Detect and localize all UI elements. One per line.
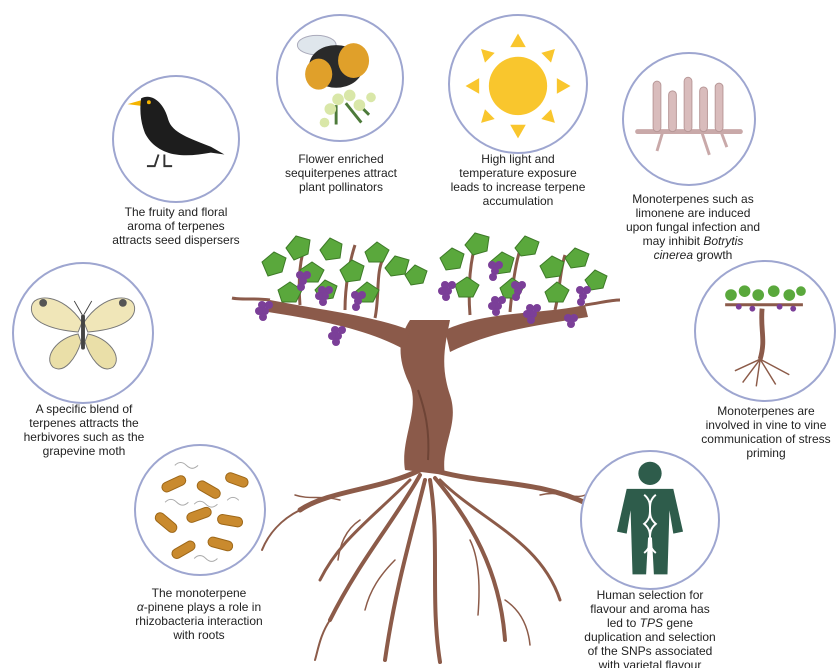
caption-line: with varietal flavour	[570, 658, 730, 668]
caption-text: growth	[693, 248, 732, 262]
caption-line: limonene are induced	[608, 206, 778, 220]
caption-text: may inhibit	[643, 234, 704, 248]
fungus-circle	[622, 52, 756, 186]
grapevine-moth-icon	[14, 264, 152, 402]
rhizobacteria-circle	[134, 444, 266, 576]
caption-line: High light and	[438, 152, 598, 166]
caption-line: grapevine moth	[4, 444, 164, 458]
caption-line: temperature exposure	[438, 166, 598, 180]
small-grapevine-icon	[696, 262, 834, 400]
caption-line: plant pollinators	[266, 180, 416, 194]
moth-circle	[12, 262, 154, 404]
grape-cluster	[564, 314, 578, 328]
bee-on-flower-icon	[278, 16, 402, 140]
caption-line: duplication and selection	[570, 630, 730, 644]
caption-line: leads to increase terpene	[438, 180, 598, 194]
bee-caption: Flower enriched sequiterpenes attract pl…	[266, 152, 416, 194]
caption-line: rhizobacteria interaction	[124, 614, 274, 628]
caption-italic: cinerea	[654, 248, 693, 262]
rhizobacteria-icon	[136, 446, 264, 574]
moth-caption: A specific blend of terpenes attracts th…	[4, 402, 164, 458]
caption-line: of the SNPs associated	[570, 644, 730, 658]
caption-line: Monoterpenes such as	[608, 192, 778, 206]
caption-line: terpenes attracts the	[4, 416, 164, 430]
caption-line: flavour and aroma has	[570, 602, 730, 616]
caption-line: priming	[686, 446, 837, 460]
sun-icon	[450, 16, 586, 152]
caption-line: α-pinene plays a role in	[124, 600, 274, 614]
caption-text: led to	[607, 616, 640, 630]
caption-line: Monoterpenes are	[686, 404, 837, 418]
caption-italic: Botrytis	[703, 234, 743, 248]
sun-circle	[448, 14, 588, 154]
caption-line: led to TPS gene	[570, 616, 730, 630]
caption-italic: TPS	[640, 616, 663, 630]
blackbird-icon	[114, 77, 238, 201]
caption-line: cinerea growth	[608, 248, 778, 262]
sun-caption: High light and temperature exposure lead…	[438, 152, 598, 208]
vine-communication-circle	[694, 260, 836, 402]
caption-line: A specific blend of	[4, 402, 164, 416]
trunk	[232, 298, 620, 475]
vine-caption: Monoterpenes are involved in vine to vin…	[686, 404, 837, 460]
human-dna-icon	[582, 452, 718, 588]
caption-italic: α	[137, 600, 144, 614]
leaves	[262, 233, 607, 302]
grape-cluster	[328, 326, 346, 346]
caption-line: sequiterpenes attract	[266, 166, 416, 180]
grape-cluster	[488, 296, 506, 316]
caption-line: attracts seed dispersers	[96, 233, 256, 247]
caption-line: accumulation	[438, 194, 598, 208]
caption-text: -pinene plays a role in	[144, 600, 261, 614]
caption-line: may inhibit Botrytis	[608, 234, 778, 248]
caption-line: Human selection for	[570, 588, 730, 602]
caption-line: The fruity and floral	[96, 205, 256, 219]
caption-line: Flower enriched	[266, 152, 416, 166]
caption-text: gene	[663, 616, 693, 630]
caption-line: communication of stress	[686, 432, 837, 446]
fungus-caption: Monoterpenes such as limonene are induce…	[608, 192, 778, 262]
grape-cluster	[438, 281, 456, 301]
caption-line: involved in vine to vine	[686, 418, 837, 432]
caption-line: The monoterpene	[124, 586, 274, 600]
human-caption: Human selection for flavour and aroma ha…	[570, 588, 730, 668]
caption-line: upon fungal infection and	[608, 220, 778, 234]
botrytis-fungus-icon	[624, 54, 754, 184]
bee-circle	[276, 14, 404, 142]
caption-line: herbivores such as the	[4, 430, 164, 444]
caption-line: with roots	[124, 628, 274, 642]
human-selection-circle	[580, 450, 720, 590]
caption-line: aroma of terpenes	[96, 219, 256, 233]
bacteria-caption: The monoterpene α-pinene plays a role in…	[124, 586, 274, 642]
bird-caption: The fruity and floral aroma of terpenes …	[96, 205, 256, 247]
bird-circle	[112, 75, 240, 203]
